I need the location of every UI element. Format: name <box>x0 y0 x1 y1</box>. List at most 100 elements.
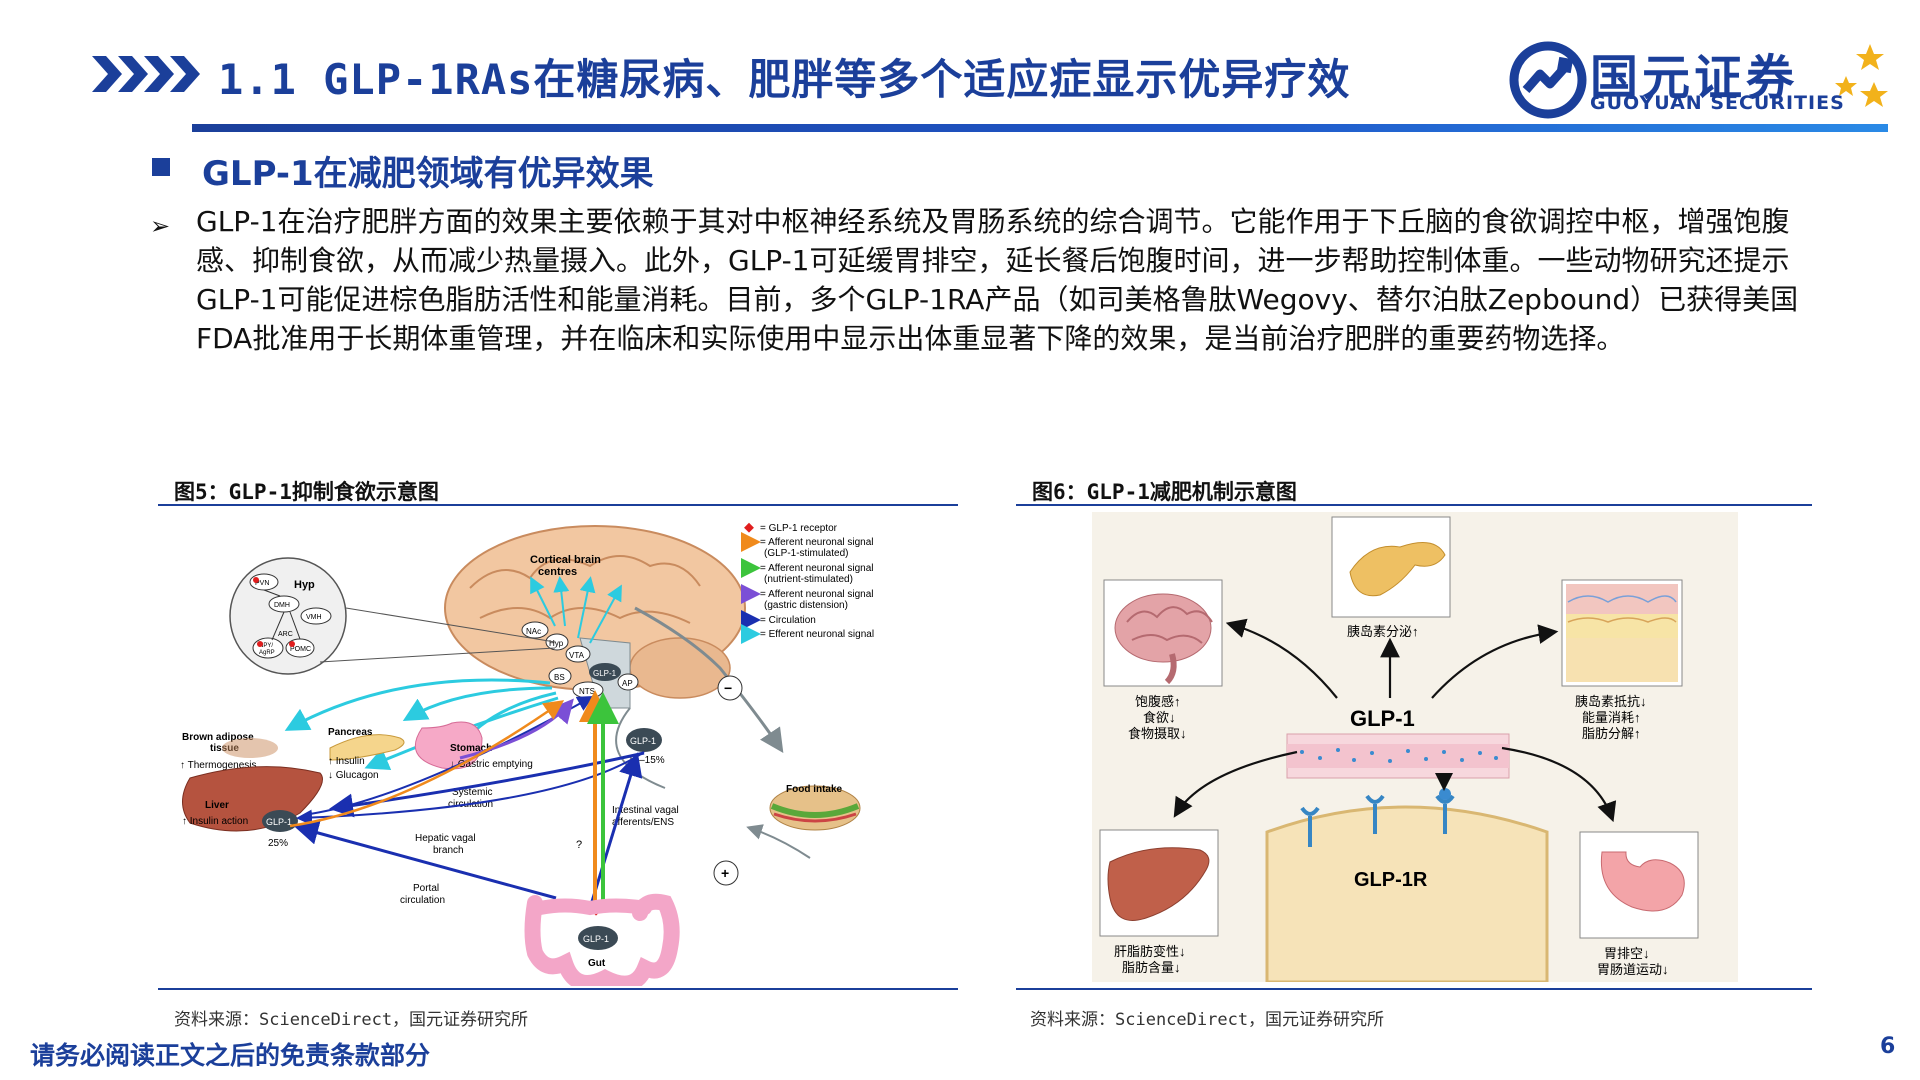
bs-label: BS <box>554 673 565 682</box>
food-intake-icon <box>769 785 861 831</box>
body-paragraph: GLP-1在治疗肥胖方面的效果主要依赖于其对中枢神经系统及胃肠系统的综合调节。它… <box>196 205 1799 355</box>
figure5-source: 资料来源：ScienceDirect，国元证券研究所 <box>174 1010 529 1030</box>
thermogenesis-label: ↑ Thermogenesis <box>180 760 257 771</box>
legend-afferent-glp1: = Afferent neuronal signal <box>760 537 874 548</box>
fig6-adipose-icon <box>1566 584 1678 682</box>
figure5-bottom-rule <box>158 988 958 990</box>
liver-label: Liver <box>205 800 229 811</box>
fig6-pancreas-icon <box>1349 542 1446 597</box>
question-mark: ? <box>576 839 582 851</box>
fig6-fat-label-2: 能量消耗↑ <box>1582 710 1641 725</box>
fig6-receptor-icons <box>1300 794 1455 847</box>
hyp-label: Hyp <box>294 579 315 591</box>
pancreas-shape <box>329 734 405 761</box>
portal-label-2: circulation <box>400 895 445 906</box>
figure6-diagram: 胰岛素分泌↑ 饱腹感↑ 食欲↓ 食物摄取↓ 胰岛素抵抗↓ 能量消耗↑ 脂肪分解↑… <box>1092 512 1738 982</box>
insulin-action-label: ↑ Insulin action <box>182 816 248 827</box>
bullet-arrow-icon: ➢ <box>150 212 171 240</box>
fig6-liver-label-2: 脂肪含量↓ <box>1122 960 1181 975</box>
pct25-label: 25% <box>268 838 288 849</box>
hepatic-label: Hepatic vagal <box>415 833 476 844</box>
gastric-label: ↓ Gastric emptying <box>450 759 533 770</box>
section-heading: GLP-1在减肥领域有优异效果 <box>202 154 654 194</box>
fig6-fat-label-1: 胰岛素抵抗↓ <box>1575 694 1647 709</box>
fig6-blood-vessel <box>1286 733 1510 779</box>
fig6-stomach-label-1: 胃排空↓ <box>1604 946 1650 961</box>
legend-circulation: = Circulation <box>760 615 816 626</box>
page-title: 1.1 GLP-1RAs在糖尿病、肥胖等多个适应症显示优异疗效 <box>218 55 1351 104</box>
minus-sign: − <box>724 680 732 696</box>
dmh-label: DMH <box>274 602 290 609</box>
glucagon-label: ↓ Glucagon <box>328 770 379 781</box>
cortical-label-2: centres <box>538 566 577 578</box>
figure6-caption: 图6：GLP-1减肥机制示意图 <box>1032 480 1297 504</box>
fig6-pancreas-label: 胰岛素分泌↑ <box>1347 624 1419 639</box>
section-marker <box>152 158 170 176</box>
arc-label: ARC <box>278 631 293 638</box>
title-underline <box>192 124 1888 132</box>
figure5-legend: = GLP-1 receptor = Afferent neuronal sig… <box>741 522 874 644</box>
legend-afferent-gastric: = Afferent neuronal signal <box>760 589 874 600</box>
figure6-bottom-rule <box>1016 988 1812 990</box>
nac-label: NAc <box>526 627 541 636</box>
legend-efferent: = Efferent neuronal signal <box>760 629 874 640</box>
fig6-brain-icon <box>1114 593 1213 685</box>
gut-shape <box>524 893 680 986</box>
pomc-label: POMC <box>290 646 311 653</box>
pancreas-label: Pancreas <box>328 727 373 738</box>
legend-afferent-nutrient-sub: (nutrient-stimulated) <box>764 574 853 585</box>
legend-afferent-glp1-sub: (GLP-1-stimulated) <box>764 548 848 559</box>
nts-label: NTS <box>579 687 595 696</box>
food-intake-label: Food intake <box>786 784 843 795</box>
brown-adipose-label: Brown adipose <box>182 732 254 743</box>
logo-stars-icon <box>1835 44 1888 107</box>
fig6-brain-label-2: 食欲↓ <box>1143 710 1176 725</box>
figure5-top-rule <box>158 504 958 506</box>
fig6-glp1-label: GLP-1 <box>1350 706 1415 731</box>
portal-label: Portal <box>413 883 439 894</box>
legend-receptor: = GLP-1 receptor <box>760 523 838 534</box>
glp1-liver-label: GLP-1 <box>266 817 292 827</box>
ap-label: AP <box>622 679 633 688</box>
glp1-gut-label: GLP-1 <box>583 934 609 944</box>
footer-disclaimer: 请务必阅读正文之后的免责条款部分 <box>30 1041 431 1070</box>
fig6-liver-label-1: 肝脂肪变性↓ <box>1114 944 1186 959</box>
insulin-label: ↑ Insulin <box>328 756 365 767</box>
hepatic-label-2: branch <box>433 845 464 856</box>
pvn-label: PVN <box>255 580 269 587</box>
stomach-label: Stomach <box>450 743 492 754</box>
legend-afferent-nutrient: = Afferent neuronal signal <box>760 563 874 574</box>
hyp2-label: Hyp <box>549 639 564 648</box>
cortical-label: Cortical brain <box>530 554 601 566</box>
guoyuan-logo-icon <box>1509 41 1587 119</box>
figure6-top-rule <box>1016 504 1812 506</box>
figure5-diagram: Cortical brain centres NAc Hyp VTA BS GL… <box>180 522 874 986</box>
logo-english-name: GUOYUAN SECURITIES <box>1590 92 1845 114</box>
vmh-label: VMH <box>306 614 322 621</box>
agrp-label: AgRP <box>259 650 275 656</box>
fig6-stomach-icon <box>1600 851 1685 912</box>
title-chevrons-icon <box>92 56 200 92</box>
gut-label: Gut <box>588 958 606 969</box>
systemic-label: Systemic <box>452 787 493 798</box>
vta-label: VTA <box>569 651 585 660</box>
cerebellum-shape <box>629 637 731 699</box>
glp1-circ-label: GLP-1 <box>630 736 656 746</box>
glp1-brain-label: GLP-1 <box>593 669 617 678</box>
fig6-brain-label-1: 饱腹感↑ <box>1135 694 1181 709</box>
page-number: 6 <box>1880 1034 1896 1059</box>
fig6-liver-icon <box>1107 847 1210 921</box>
npy-label: NPY/ <box>259 643 273 649</box>
fig6-fat-label-3: 脂肪分解↑ <box>1582 726 1641 741</box>
figure5-caption: 图5：GLP-1抑制食欲示意图 <box>174 480 439 504</box>
fig6-brain-label-3: 食物摄取↓ <box>1128 726 1187 741</box>
plus-sign: + <box>721 865 729 881</box>
logo-chinese-name: 国元证券 <box>1590 50 1799 106</box>
legend-afferent-gastric-sub: (gastric distension) <box>764 600 848 611</box>
intestinal-label: Intestinal vagal <box>612 805 679 816</box>
pct1015-label: 10–15% <box>628 755 665 766</box>
intestinal-label-2: afferents/ENS <box>612 817 674 828</box>
figure6-source: 资料来源：ScienceDirect，国元证券研究所 <box>1030 1010 1385 1030</box>
fig6-glp1r-label: GLP-1R <box>1354 869 1428 891</box>
fig6-stomach-label-2: 胃肠道运动↓ <box>1597 962 1669 977</box>
